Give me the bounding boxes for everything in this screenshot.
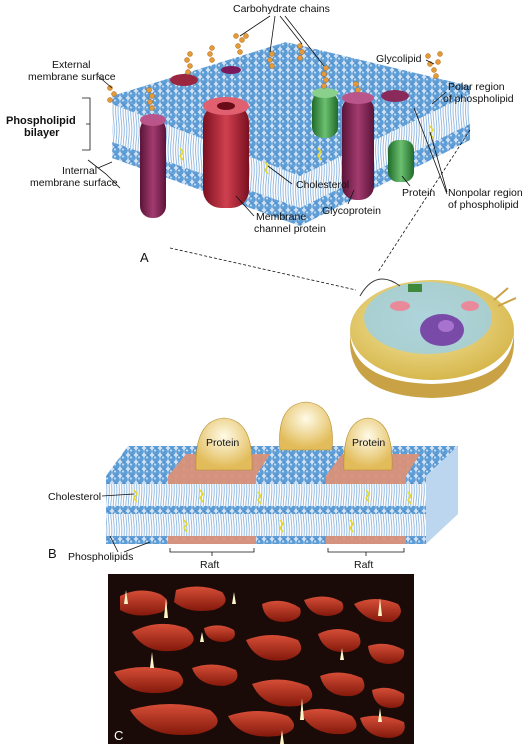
protein-small-shape: [388, 140, 414, 182]
label-raft-1: Raft: [200, 559, 219, 571]
label-external-surface-1: External: [52, 59, 91, 71]
label-glycolipid: Glycolipid: [376, 53, 422, 65]
label-glycoprotein: Glycoprotein: [322, 205, 381, 217]
label-phospholipids: Phospholipids: [68, 551, 133, 563]
label-raft-protein-1: Protein: [206, 437, 239, 449]
central-protein-shape: [280, 402, 333, 450]
label-protein: Protein: [402, 187, 435, 199]
label-polar-region-2: of phospholipid: [443, 93, 514, 105]
label-carbohydrate-chains: Carbohydrate chains: [233, 3, 330, 15]
label-cholesterol-b: Cholesterol: [48, 491, 101, 503]
green-protein-shape: [312, 88, 338, 138]
label-bilayer-2: bilayer: [24, 127, 60, 139]
label-polar-region-1: Polar region: [448, 81, 505, 93]
label-bilayer-1: Phospholipid: [6, 115, 76, 127]
label-raft-protein-2: Protein: [352, 437, 385, 449]
label-internal-surface-2: membrane surface: [30, 177, 118, 189]
panel-c-afm-image: C: [108, 574, 414, 744]
panel-c-letter: C: [114, 728, 123, 743]
label-channel-protein-2: channel protein: [254, 223, 326, 235]
label-nonpolar-region-1: Nonpolar region: [448, 187, 523, 199]
panel-a-membrane: Carbohydrate chains Glycolipid External …: [6, 3, 523, 265]
label-channel-protein-1: Membrane: [256, 211, 306, 223]
label-nonpolar-region-2: of phospholipid: [448, 199, 519, 211]
label-external-surface-2: membrane surface: [28, 71, 116, 83]
label-raft-2: Raft: [354, 559, 373, 571]
glycoprotein-shape: [140, 114, 166, 218]
panel-b-letter: B: [48, 546, 57, 561]
channel-protein-shape: [203, 97, 249, 208]
label-internal-surface-1: Internal: [62, 165, 97, 177]
panel-a-letter: A: [140, 250, 149, 265]
panel-b-rafts: Protein Protein Cholesterol Phospholipid…: [48, 402, 458, 571]
label-cholesterol: Cholesterol: [296, 179, 349, 191]
